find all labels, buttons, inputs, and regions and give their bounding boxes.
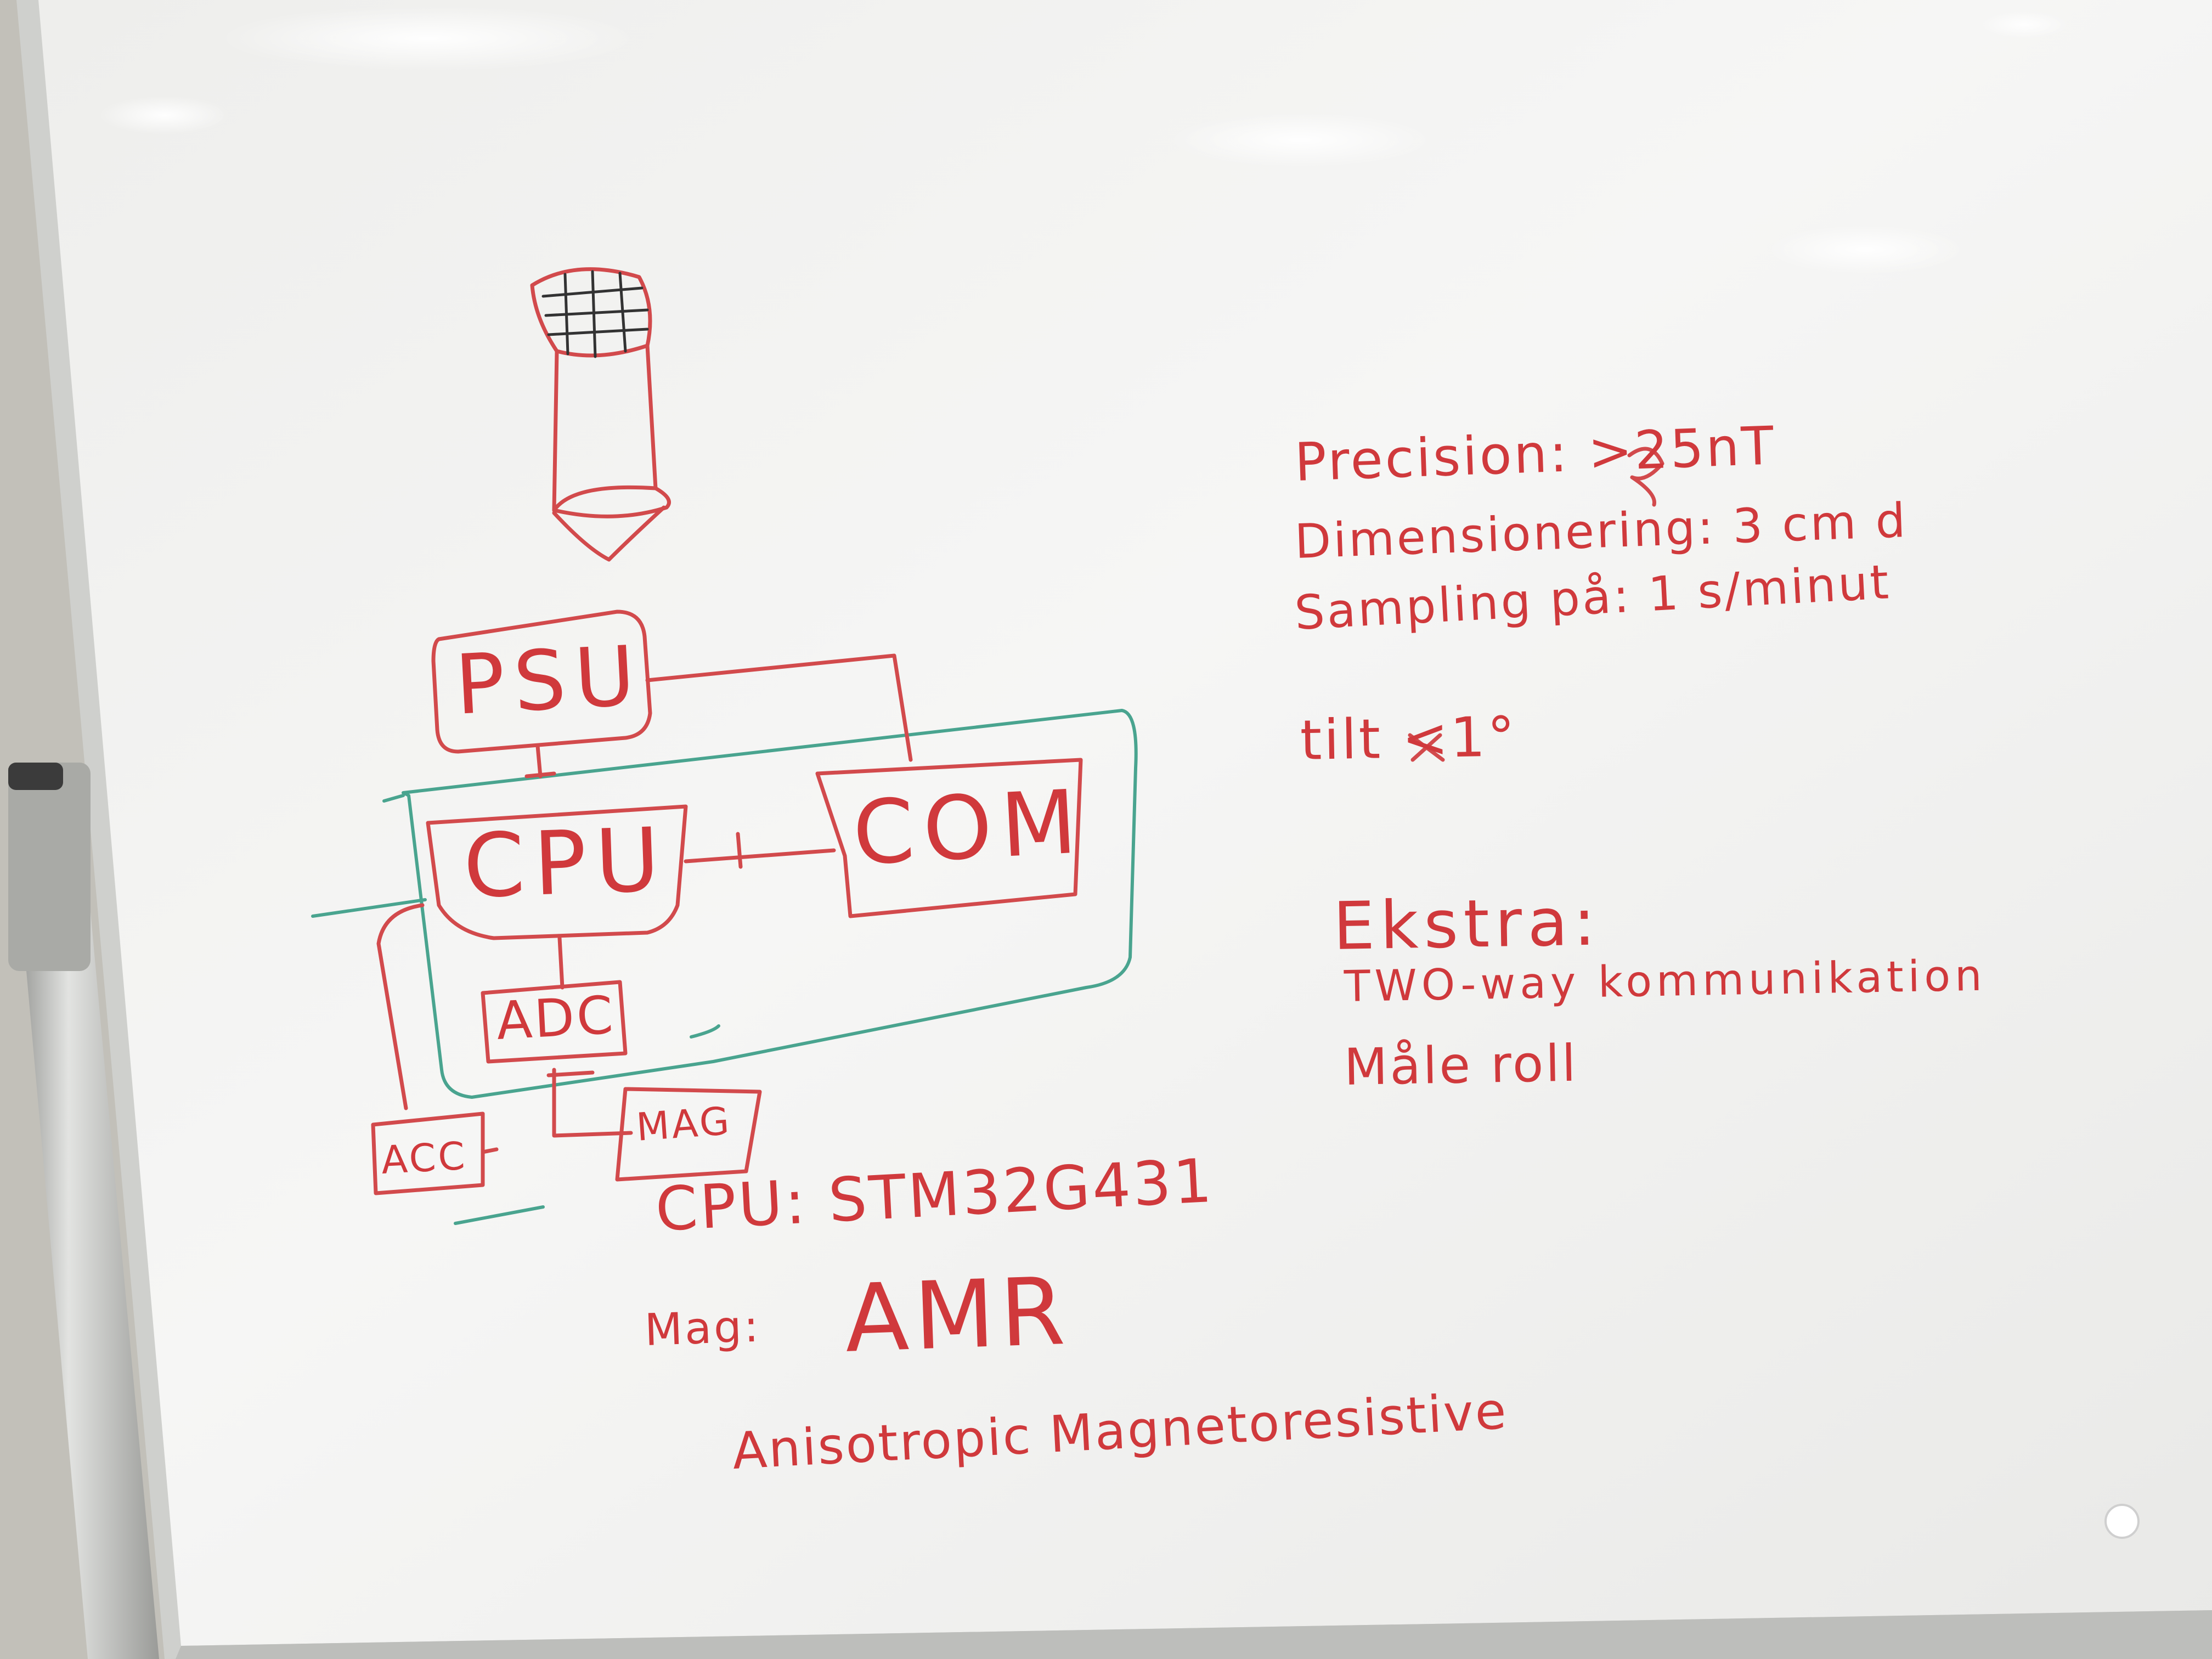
stand-bracket (8, 763, 91, 971)
mag-label: MAG (635, 1098, 733, 1150)
magnet-button (2104, 1504, 2140, 1539)
adc-label: ADC (495, 985, 617, 1052)
com-block (815, 758, 1083, 918)
light-glare (99, 96, 230, 134)
precision-note: Precision: >25nT (1294, 415, 1777, 493)
mag-block (615, 1087, 762, 1182)
psu-block (431, 610, 652, 754)
stand-pole (8, 763, 159, 1659)
acc-block (371, 1111, 485, 1195)
light-glare (219, 5, 636, 71)
stand-knob (8, 763, 63, 790)
light-glare (1980, 11, 2068, 38)
mag-type-note: AMR (843, 1257, 1073, 1374)
cpu-label: CPU (461, 808, 670, 918)
marker-tray (176, 1610, 2212, 1659)
extra-item: Måle roll (1344, 1034, 1579, 1097)
whiteboard-surface (38, 0, 2212, 1646)
cpu-block (426, 804, 688, 940)
extra-item: TWO-way kommunikation (1344, 951, 1987, 1012)
extra-heading: Ekstra: (1332, 884, 1602, 965)
sensor-sketch (530, 267, 671, 562)
enclosure-outline (402, 709, 1138, 1099)
tilt-note: tilt <1° (1299, 704, 1518, 772)
com-label: COM (850, 770, 1088, 885)
mag-note-label: Mag: (644, 1300, 762, 1356)
adc-block (481, 980, 628, 1064)
psu-label: PSU (453, 628, 646, 733)
light-glare (1169, 112, 1432, 167)
acc-label: ACC (380, 1133, 469, 1183)
light-glare (1767, 225, 1964, 274)
